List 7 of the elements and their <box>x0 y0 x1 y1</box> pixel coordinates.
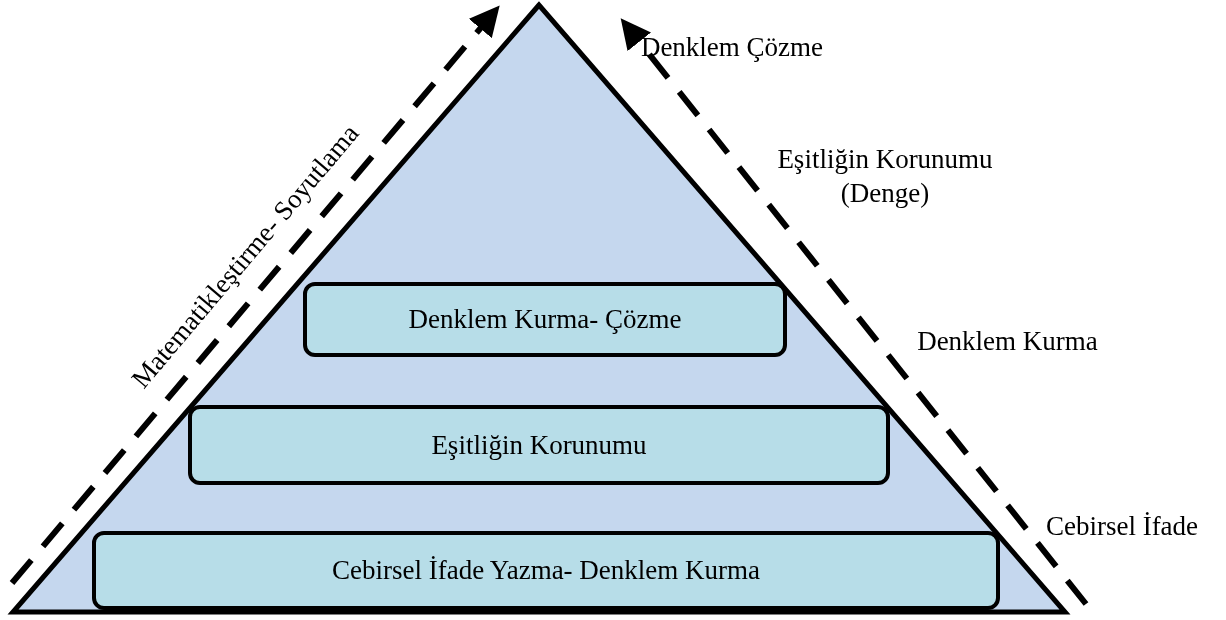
side-label: Eşitliğin Korunumu (Denge) <box>776 143 994 210</box>
level-box: Denklem Kurma- Çözme <box>303 282 787 357</box>
level-box: Cebirsel İfade Yazma- Denklem Kurma <box>92 531 1000 610</box>
side-label: Denklem Çözme <box>639 31 825 64</box>
level-box: Eşitliğin Korunumu <box>188 405 890 485</box>
side-label: Denklem Kurma <box>916 325 1099 358</box>
side-label: Cebirsel İfade <box>1044 510 1200 543</box>
